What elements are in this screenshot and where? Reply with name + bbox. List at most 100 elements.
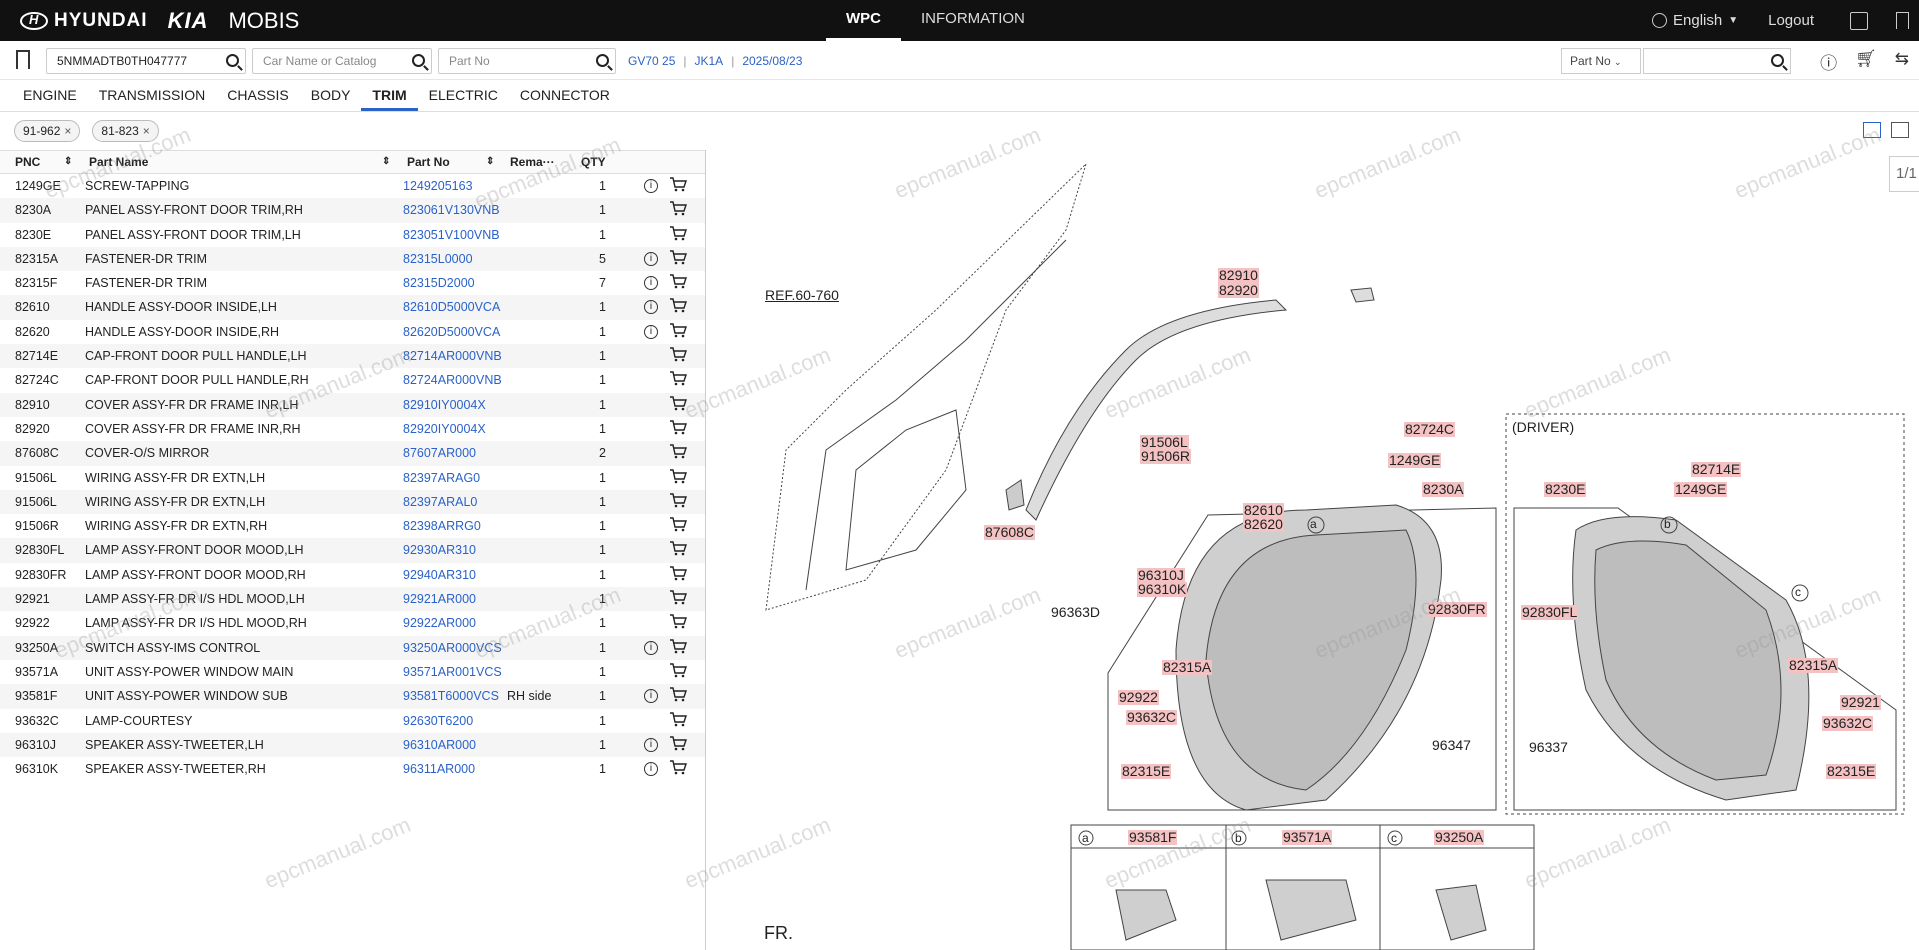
info-icon[interactable]: i [644,251,658,266]
callout-82315a[interactable]: 82315A [1162,659,1213,675]
callout-82620[interactable]: 82620 [1243,516,1284,532]
cart-icon[interactable] [669,614,687,629]
part-no-link[interactable]: 93250AR000VCS [403,640,502,655]
callout-82910[interactable]: 82910 [1218,267,1259,283]
cart-icon[interactable] [669,201,687,216]
col-remark[interactable]: Rema··· [510,155,555,169]
callout-8230e[interactable]: 8230E [1544,481,1587,497]
cart-icon[interactable] [669,541,687,556]
part-no-link[interactable]: 82714AR000VNB [403,349,502,364]
part-no-link[interactable]: 92922AR000 [403,616,476,631]
col-qty[interactable]: QTY [581,155,606,169]
cart-icon[interactable] [669,420,687,435]
cart-icon[interactable] [669,250,687,265]
callout-1249ge[interactable]: 1249GE [1388,452,1442,468]
callout-96363d[interactable]: 96363D [1051,604,1101,620]
vehicle-model[interactable]: GV70 25 [628,54,676,68]
part-no-link[interactable]: 96310AR000 [403,737,476,752]
info-icon[interactable]: i [644,689,658,704]
info-icon[interactable]: i [644,324,658,339]
filter-chip[interactable]: 81-823× [92,120,159,142]
cart-icon[interactable] [669,347,687,362]
search-icon[interactable] [226,54,239,67]
filter-chip[interactable]: 91-962× [14,120,81,142]
part-no-link[interactable]: 82920IY0004X [403,421,486,436]
info-circle-icon[interactable]: ⓘ [1820,54,1838,73]
part-no-link[interactable]: 82397ARAG0 [403,470,481,485]
tab-engine[interactable]: ENGINE [23,87,77,103]
info-icon[interactable]: i [644,737,658,752]
part-no-link[interactable]: 82910IY0004X [403,397,486,412]
language-selector[interactable]: English ▼ [1652,12,1738,29]
tab-trim[interactable]: TRIM [361,80,418,111]
callout-96310j[interactable]: 96310J [1137,567,1185,583]
info-icon[interactable]: i [644,276,658,291]
ref-label[interactable]: REF.60-760 [765,287,839,303]
col-part-name[interactable]: Part Name [89,155,149,169]
part-no-link[interactable]: 92921AR000 [403,592,476,607]
col-pnc[interactable]: PNC [15,155,41,169]
callout-82920[interactable]: 82920 [1218,282,1259,298]
part-no-link[interactable]: 96311AR000 [403,762,476,777]
callout-8230a[interactable]: 8230A [1422,481,1465,497]
cart-icon[interactable] [669,298,687,313]
cart-icon[interactable] [669,225,687,241]
vehicle-date[interactable]: 2025/08/23 [742,54,803,68]
close-icon[interactable]: × [64,124,72,138]
part-no-link[interactable]: 82398ARRG0 [403,519,481,534]
callout-82714e[interactable]: 82714E [1691,461,1742,477]
callout-93632c-driver[interactable]: 93632C [1822,715,1874,731]
callout-82724c[interactable]: 82724C [1404,421,1456,437]
tab-transmission[interactable]: TRANSMISSION [98,87,206,103]
callout-92830fr[interactable]: 92830FR [1427,601,1487,617]
part-no-link[interactable]: 92940AR310 [403,567,476,582]
search-icon[interactable] [1771,54,1784,67]
info-icon[interactable]: i [644,179,658,193]
vehicle-code[interactable]: JK1A [694,54,724,68]
part-no-link[interactable]: 82315D2000 [403,276,475,291]
car-name-field[interactable]: Car Name or Catalog [252,48,432,74]
info-icon[interactable]: i [644,300,658,315]
callout-82315a-driver[interactable]: 82315A [1788,657,1839,673]
tab-connector[interactable]: CONNECTOR [519,87,610,103]
vin-field[interactable]: 5NMMADTB0TH047777 [46,48,246,74]
swap-icon[interactable]: ⇆ [1894,49,1909,68]
part-no-link[interactable]: 93581T6000VCS [403,689,499,704]
cart-icon[interactable] [669,638,687,654]
right-search-select[interactable]: Part No ⌄ [1561,48,1641,74]
search-icon[interactable] [412,54,425,67]
callout-82315e[interactable]: 82315E [1121,763,1172,779]
part-no-link[interactable]: 82620D5000VCA [403,324,501,339]
cart-icon[interactable] [669,711,687,727]
part-no-field[interactable]: Part No [438,48,616,74]
callout-91506r[interactable]: 91506R [1140,448,1192,464]
callout-91506l[interactable]: 91506L [1140,434,1189,450]
callout-96347[interactable]: 96347 [1432,737,1471,753]
callout-96310k[interactable]: 96310K [1137,581,1188,597]
panel-divider[interactable] [705,150,706,950]
sort-icon[interactable]: ⇕ [382,156,391,167]
cart-icon[interactable] [669,444,687,459]
part-no-link[interactable]: 1249205163 [403,179,473,193]
callout-82315e-driver[interactable]: 82315E [1826,763,1877,779]
search-icon[interactable] [596,54,609,67]
sort-icon[interactable]: ⇕ [486,156,495,167]
